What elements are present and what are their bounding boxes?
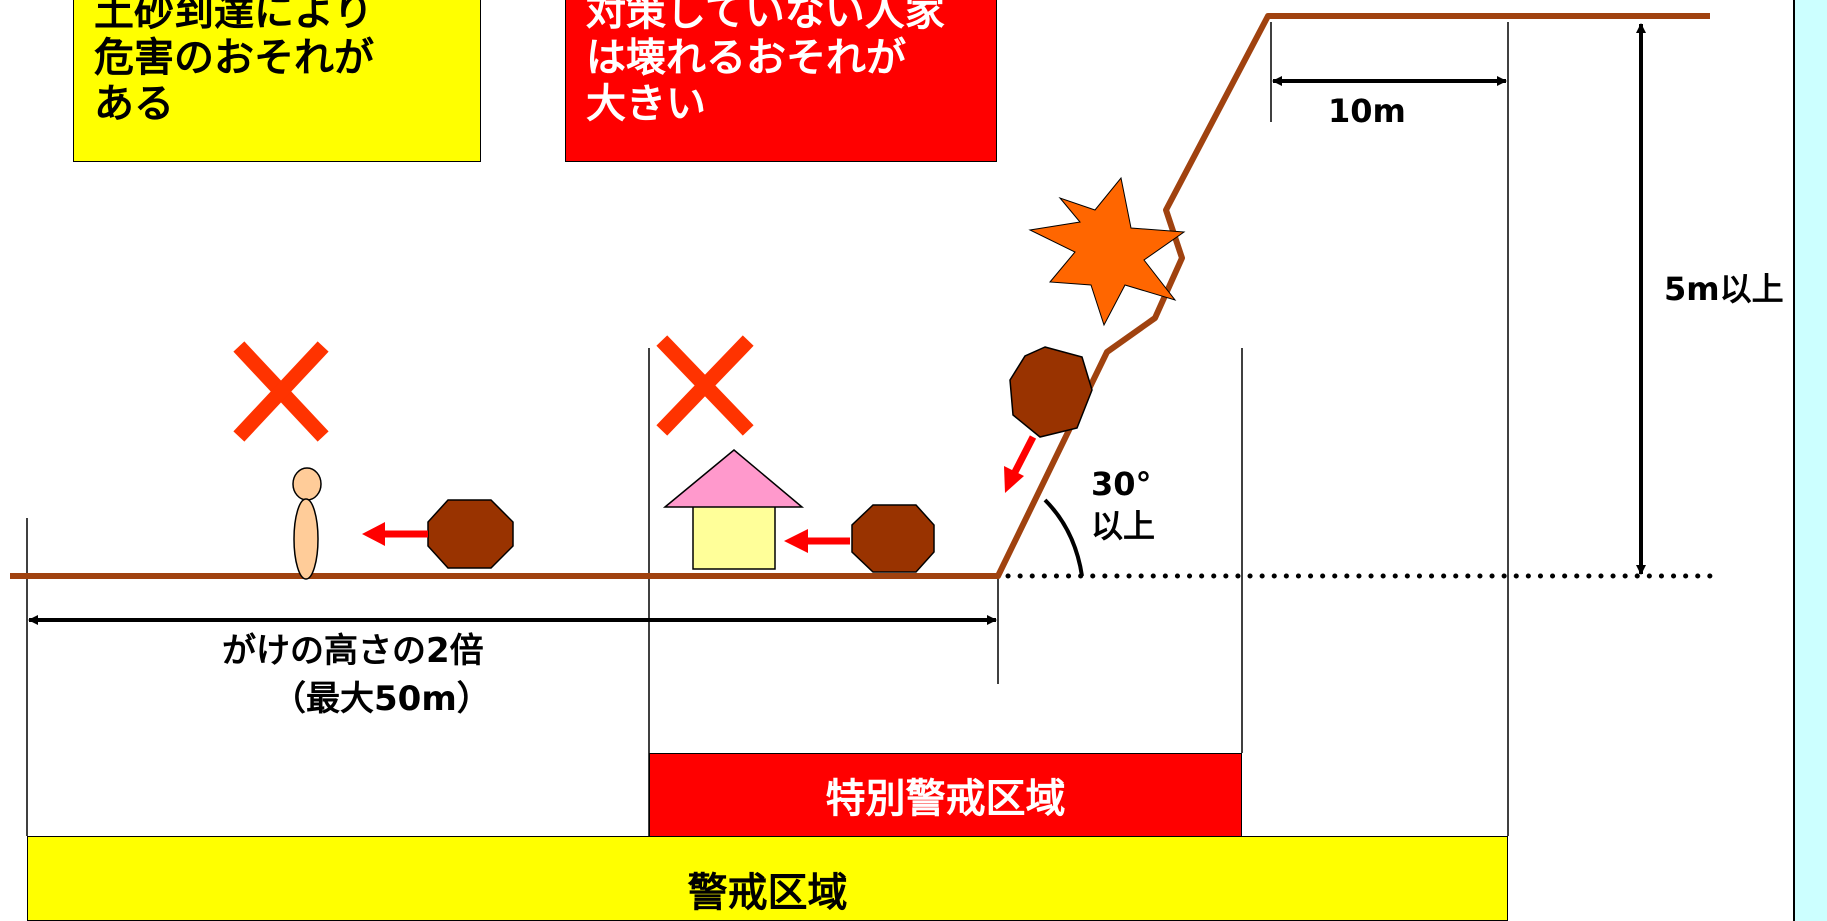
- distance-label-line: （最大50m）: [272, 679, 491, 719]
- angle-label-line: 30°: [1091, 465, 1152, 503]
- arrow-icon: [784, 529, 850, 553]
- hazard-note-yellow: 土砂到達により 危害のおそれが ある: [73, 0, 481, 162]
- slope-angle-arc: [1043, 498, 1084, 577]
- burst-icon: [1028, 176, 1186, 327]
- hazard-note-red: 対策していない人家 は壊れるおそれが 大きい: [565, 0, 997, 162]
- height-label: 5m以上: [1664, 270, 1784, 308]
- angle-label: 30° 以上: [1091, 463, 1155, 547]
- hazard-note-line: 土砂到達により: [94, 0, 374, 35]
- boulder-icon: [427, 499, 514, 569]
- boulder-icon: [851, 504, 935, 573]
- hazard-note-line: 対策していない人家: [586, 0, 945, 35]
- house-icon: [662, 449, 805, 570]
- distance-label-line: がけの高さの2倍: [222, 631, 484, 671]
- arrow-icon: [362, 522, 428, 546]
- boulder-icon: [1009, 346, 1093, 438]
- slide-edge-panel: [1793, 0, 1827, 921]
- hazard-note-line: は壊れるおそれが: [586, 35, 906, 81]
- width-10m-label: 10m: [1328, 92, 1406, 130]
- angle-label-line: 以上: [1091, 507, 1156, 545]
- cross-mark-icon: [656, 335, 754, 436]
- person-icon: [292, 467, 322, 580]
- arrow-icon: [1004, 435, 1037, 493]
- hazard-note-line: ある: [94, 81, 174, 127]
- cross-mark-icon: [233, 341, 329, 442]
- distance-label: がけの高さの2倍 （最大50m）: [222, 627, 491, 723]
- hazard-note-line: 危害のおそれが: [94, 35, 374, 81]
- hazard-note-line: 大きい: [586, 81, 706, 127]
- ground-and-cliff-profile: [10, 13, 1710, 579]
- special-warning-zone: 特別警戒区域: [649, 753, 1242, 837]
- warning-zone: 警戒区域: [27, 836, 1508, 921]
